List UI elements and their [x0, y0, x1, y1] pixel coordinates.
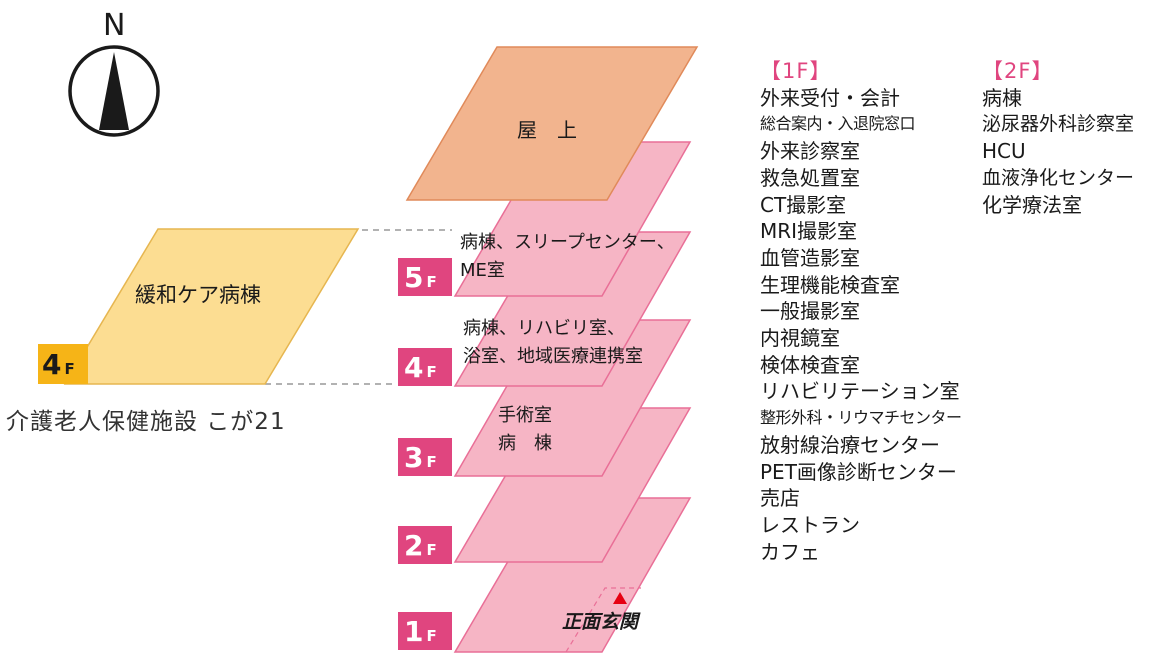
floor-4-badge-number: 4: [404, 351, 423, 384]
list-item: カフェ: [760, 539, 820, 564]
list-item: HCU: [982, 139, 1026, 164]
floor-2-badge-number: 2: [404, 529, 423, 562]
roof-label: 屋 上: [517, 118, 577, 142]
floor-4-label-line-1: 病棟、リハビリ室、: [463, 318, 625, 339]
svg-text:4F: 4F: [42, 348, 75, 381]
svg-text:4F: 4F: [404, 351, 437, 384]
floor-5-badge-unit: F: [426, 273, 436, 291]
facility-name: 介護老人保健施設 こが21: [6, 409, 286, 435]
floor-5-label-line-1: 病棟、スリープセンター、: [460, 232, 675, 253]
floor-2-badge-unit: F: [426, 541, 436, 559]
list-item: 放射線治療センター: [760, 432, 940, 457]
list-item: 外来受付・会計: [760, 85, 900, 110]
entrance-label: 正面玄関: [562, 611, 641, 633]
list-item: リハビリテーション室: [760, 379, 960, 404]
roof[interactable]: 屋 上: [405, 46, 699, 201]
list-item: 救急処置室: [760, 165, 860, 190]
svg-text:3F: 3F: [404, 441, 437, 474]
annex-badge-number: 4: [42, 348, 61, 381]
north-label: N: [103, 8, 126, 43]
floor-4-label-line-2: 浴室、地域医療連携室: [463, 346, 643, 367]
list-item: 泌尿器外科診察室: [982, 113, 1135, 136]
list-item: MRI撮影室: [760, 219, 858, 244]
floor-2-facility-list: 【2F】 病棟 泌尿器外科診察室 HCU 血液浄化センター 化学療法室: [982, 58, 1134, 218]
list-item: 売店: [760, 486, 800, 511]
floor-3-label-line-1: 手術室: [498, 405, 552, 426]
list-item: 総合案内・入退院窓口: [760, 114, 916, 134]
svg-text:2F: 2F: [404, 529, 437, 562]
floor-2-list-header: 【2F】: [982, 59, 1054, 83]
floor-3-label-line-2: 病 棟: [498, 433, 552, 454]
floor-1-badge-number: 1: [404, 615, 423, 648]
list-item: 病棟: [982, 85, 1022, 110]
list-item: CT撮影室: [760, 192, 847, 217]
list-item: 内視鏡室: [760, 326, 840, 351]
entrance-triangle-icon: [613, 592, 627, 604]
floor-1-badge-unit: F: [426, 627, 436, 645]
list-item: 一般撮影室: [760, 299, 860, 324]
floor-5-badge-number: 5: [404, 261, 423, 294]
floor-4-badge-unit: F: [426, 363, 436, 381]
list-item: 化学療法室: [982, 192, 1082, 217]
floor-1-list-header: 【1F】: [760, 59, 832, 83]
floor-5-label-line-2: ME室: [460, 260, 505, 281]
floor-3-badge-unit: F: [426, 453, 436, 471]
list-item: 血管造影室: [760, 245, 860, 270]
north-arrow-icon: [68, 45, 160, 137]
list-item: 血液浄化センター: [982, 166, 1135, 189]
list-item: 生理機能検査室: [760, 272, 900, 297]
svg-text:1F: 1F: [404, 615, 437, 648]
floor-3-badge-number: 3: [404, 441, 423, 474]
annex-badge-unit: F: [64, 360, 74, 378]
list-item: レストラン: [760, 512, 860, 537]
floor-1-facility-list: 【1F】 外来受付・会計 総合案内・入退院窓口 外来診察室 救急処置室 CT撮影…: [760, 58, 962, 565]
svg-text:5F: 5F: [404, 261, 437, 294]
list-item: PET画像診断センター: [760, 459, 957, 484]
list-item: 検体検査室: [760, 352, 860, 377]
palliative-care-label: 緩和ケア病棟: [135, 283, 261, 307]
list-item: 整形外科・リウマチセンター: [760, 408, 962, 428]
list-item: 外来診察室: [760, 139, 860, 164]
